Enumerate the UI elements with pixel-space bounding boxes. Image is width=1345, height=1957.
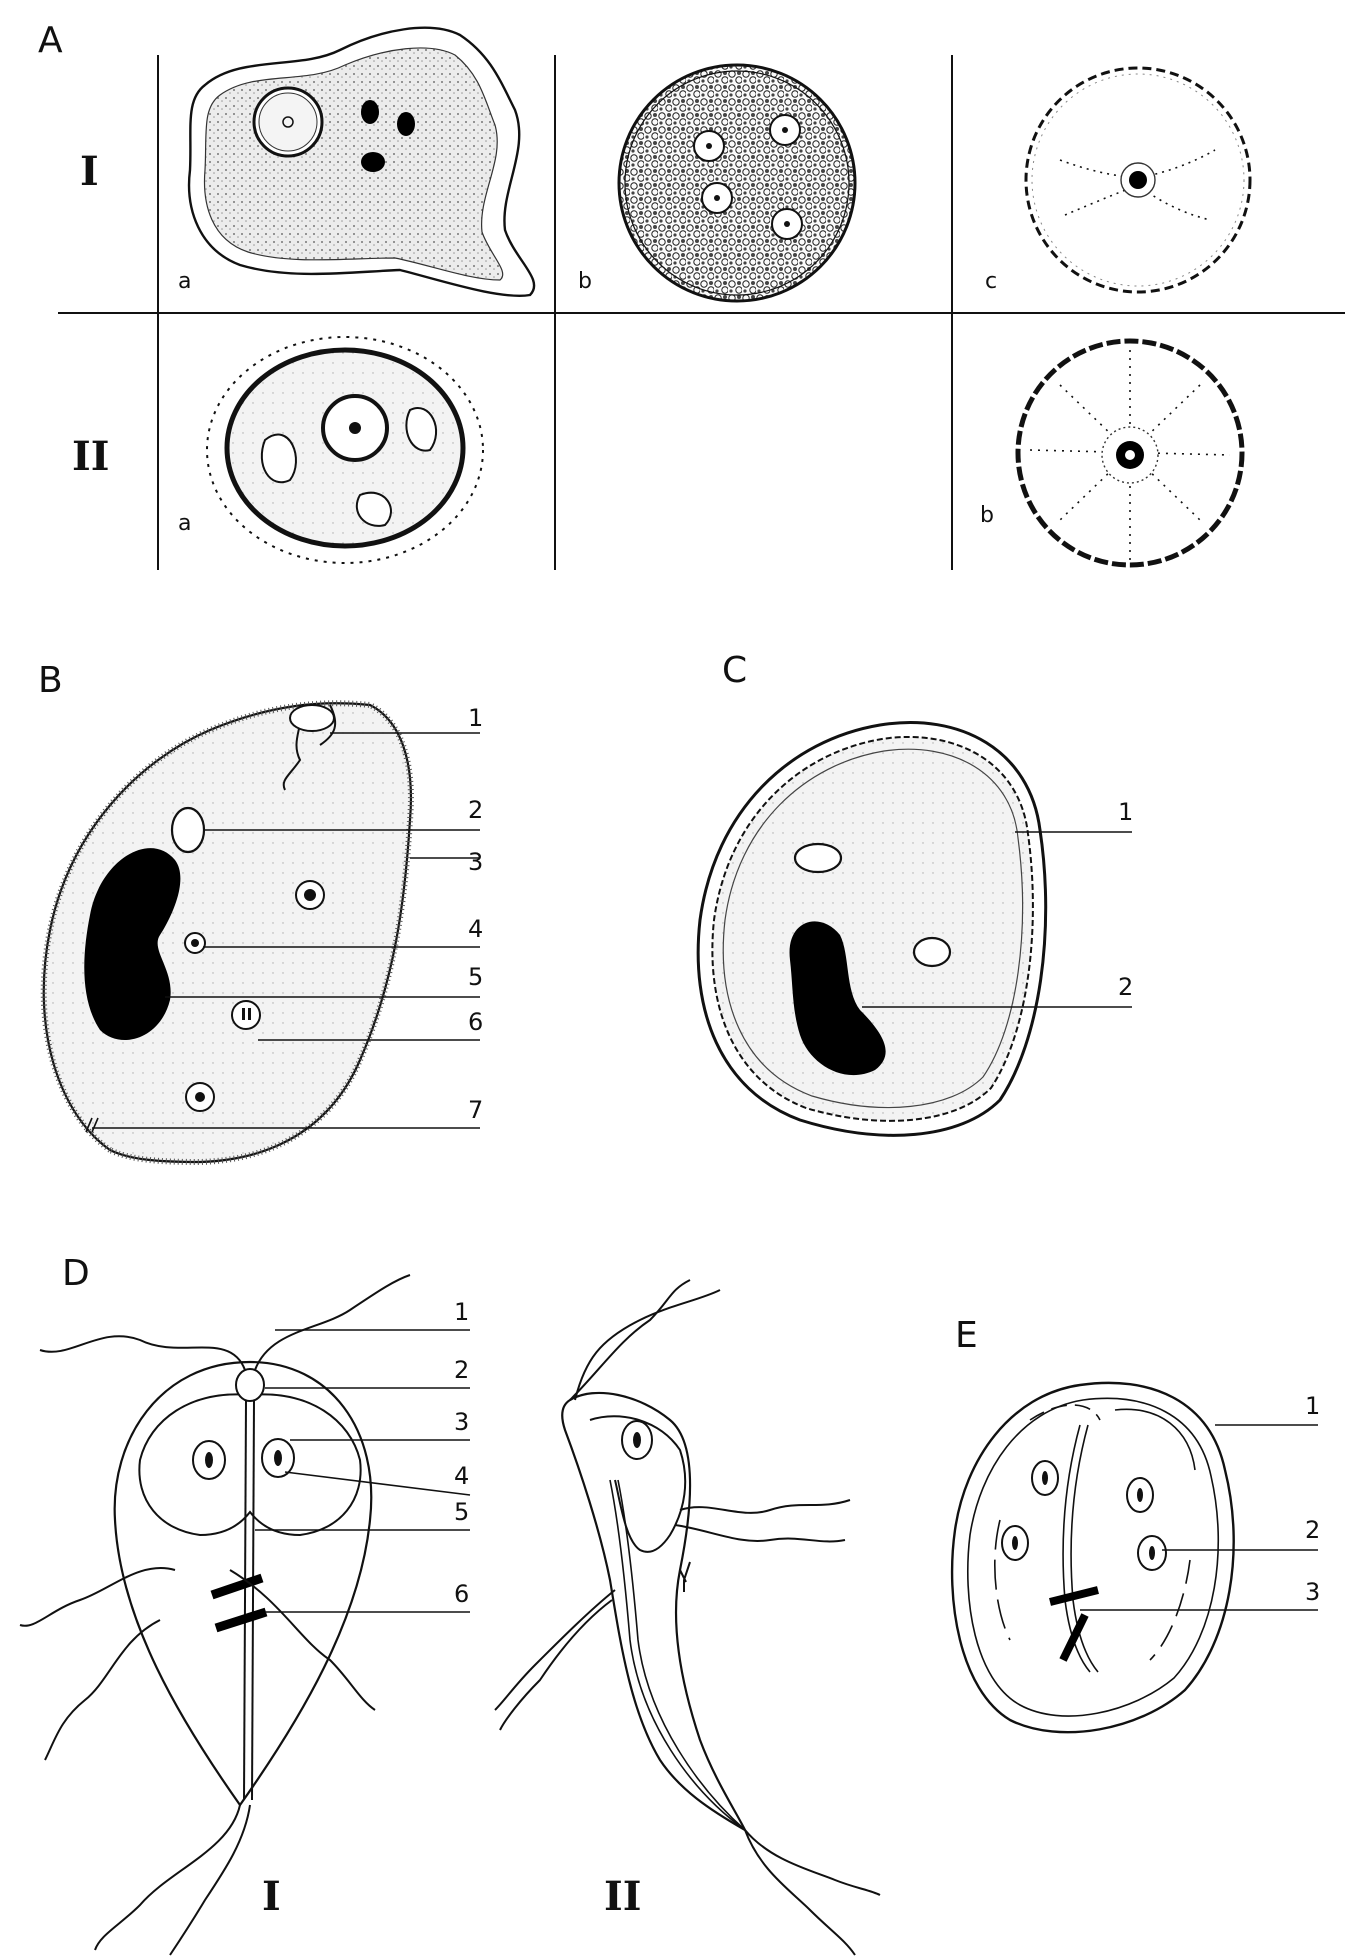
callout-d-2: 2 bbox=[454, 1356, 469, 1384]
round-form-IIb-drawing bbox=[1018, 341, 1242, 565]
callout-b-5: 5 bbox=[468, 963, 483, 991]
panel-c-letter: C bbox=[722, 650, 747, 691]
panel-d-letter: D bbox=[62, 1253, 90, 1294]
panel-b-letter: B bbox=[38, 660, 63, 701]
callout-e-1: 1 bbox=[1305, 1392, 1320, 1420]
cyst-IIa-drawing bbox=[207, 337, 483, 563]
panel-c: C 1 2 bbox=[698, 650, 1133, 1135]
callout-d-5: 5 bbox=[454, 1498, 469, 1526]
round-form-c-drawing bbox=[1026, 68, 1250, 292]
callout-b-3: 3 bbox=[468, 848, 483, 876]
cyst-granular-drawing bbox=[619, 65, 855, 301]
callout-b-1: 1 bbox=[468, 704, 483, 732]
callout-e-3: 3 bbox=[1305, 1578, 1320, 1606]
ciliate-cyst-drawing bbox=[698, 722, 1046, 1135]
callout-d-1: 1 bbox=[454, 1298, 469, 1326]
callout-b-2: 2 bbox=[468, 796, 483, 824]
view-label-I: I bbox=[262, 1873, 281, 1920]
callout-d-4: 4 bbox=[454, 1462, 469, 1490]
panel-b: B bbox=[38, 660, 483, 1162]
flagellate-side-view-drawing bbox=[495, 1280, 880, 1955]
callout-b-4: 4 bbox=[468, 915, 483, 943]
sublabel-IIb: b bbox=[980, 503, 994, 528]
callout-d-3: 3 bbox=[454, 1408, 469, 1436]
sublabel-Ib: b bbox=[578, 269, 592, 294]
ciliate-trophozoite-drawing bbox=[44, 703, 411, 1162]
panel-a-letter: A bbox=[38, 20, 63, 61]
callout-b-6: 6 bbox=[468, 1008, 483, 1036]
flagellate-front-view-drawing bbox=[20, 1275, 410, 1955]
sublabel-Ic: c bbox=[985, 269, 997, 294]
callout-e-2: 2 bbox=[1305, 1516, 1320, 1544]
view-label-II: II bbox=[604, 1873, 641, 1920]
sublabel-Ia: a bbox=[178, 269, 191, 294]
callout-b-7: 7 bbox=[468, 1096, 483, 1124]
panel-e: E 1 2 3 bbox=[952, 1315, 1320, 1732]
panel-e-letter: E bbox=[955, 1315, 978, 1356]
callout-d-6: 6 bbox=[454, 1580, 469, 1608]
sublabel-IIa: a bbox=[178, 511, 191, 536]
row-label-II: II bbox=[72, 433, 109, 480]
amoeba-trophozoite-drawing bbox=[189, 28, 534, 296]
panel-d: D I bbox=[20, 1253, 880, 1955]
row-label-I: I bbox=[80, 148, 99, 195]
flagellate-cyst-drawing bbox=[952, 1383, 1234, 1732]
callout-c-2: 2 bbox=[1118, 973, 1133, 1001]
panel-a: A I II a bbox=[38, 20, 1345, 570]
callout-c-1: 1 bbox=[1118, 798, 1133, 826]
